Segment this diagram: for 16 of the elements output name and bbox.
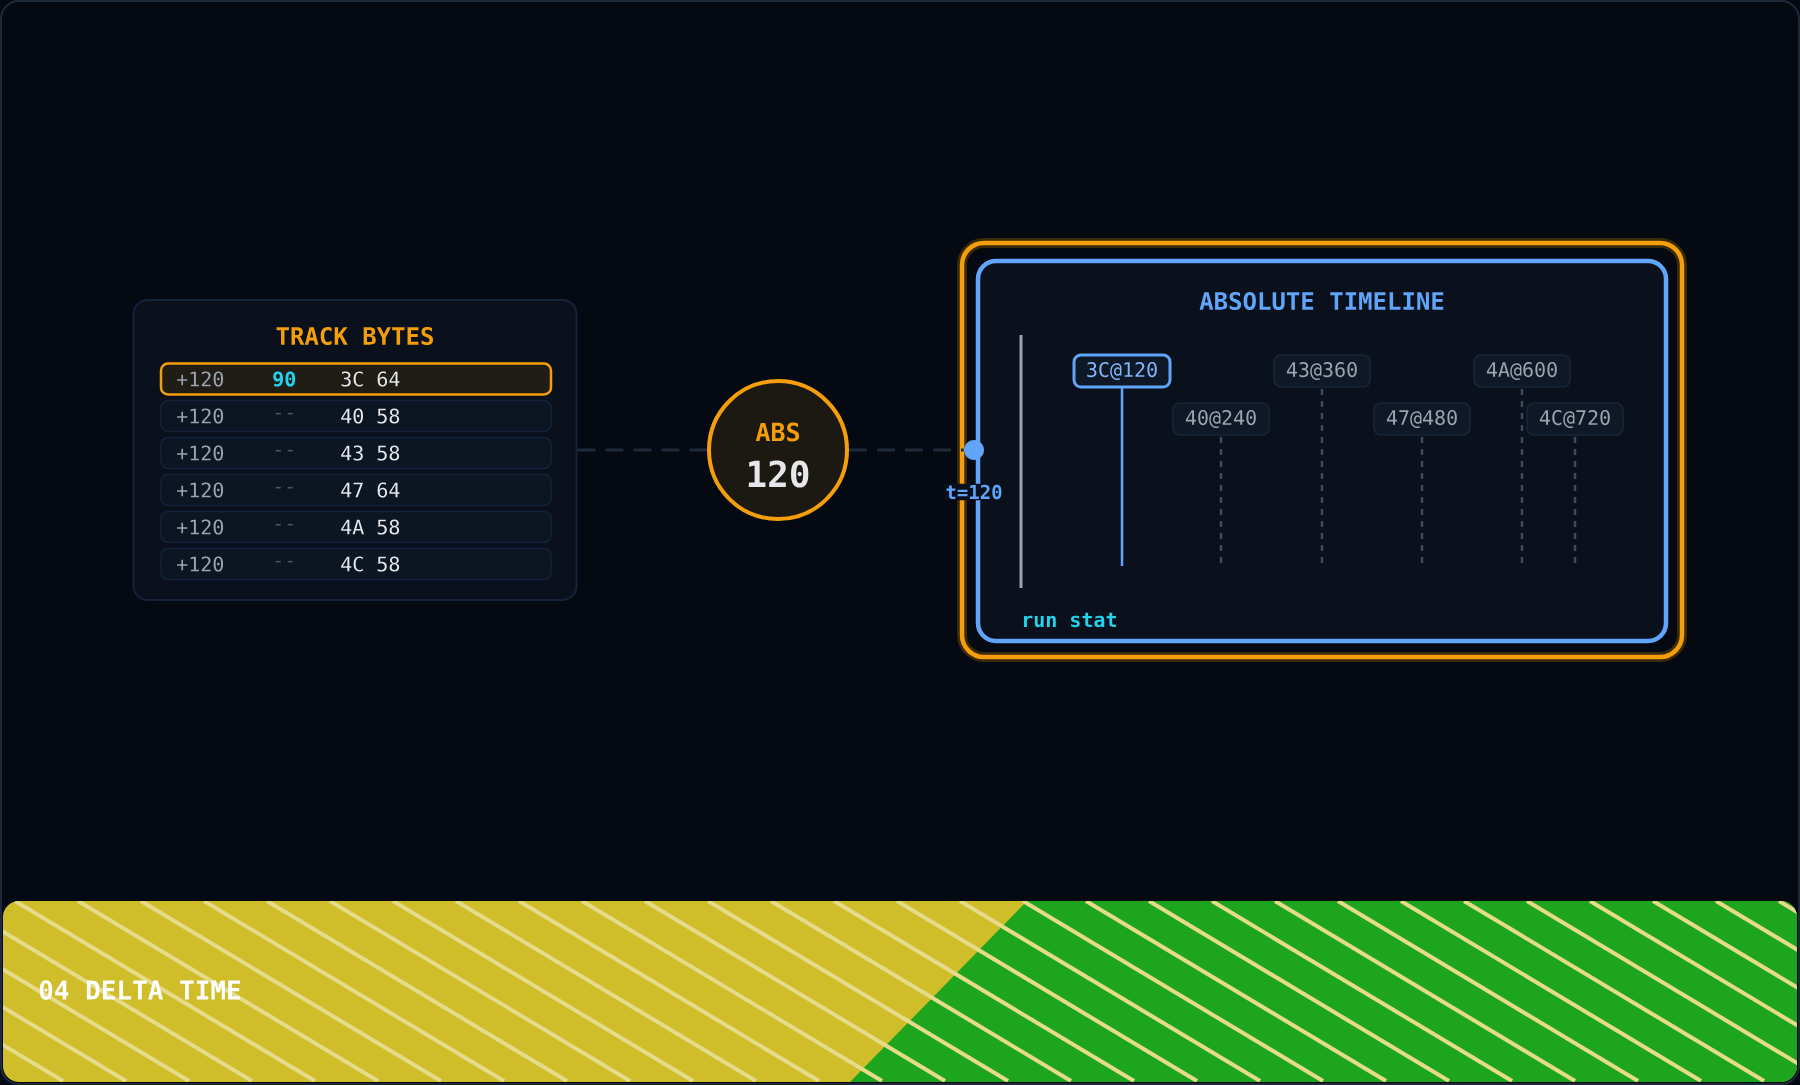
connector bbox=[577, 448, 707, 452]
byte-row: +120 -- 4A 58 bbox=[160, 510, 552, 544]
byte-row: +120 -- 43 58 bbox=[160, 436, 552, 470]
event-tag: 40@240 bbox=[1172, 402, 1270, 436]
event-tag: 47@480 bbox=[1373, 402, 1471, 436]
event-tag: 3C@120 bbox=[1072, 353, 1172, 389]
section-label: 04 DELTA TIME bbox=[39, 980, 240, 1000]
event-tag: 4C@720 bbox=[1526, 402, 1624, 436]
byte-row: +120 -- 4C 58 bbox=[160, 547, 552, 581]
byte-row: +120 90 3C 64 bbox=[159, 362, 553, 396]
byte-row: +120 -- 47 64 bbox=[160, 473, 552, 507]
time-marker-dot bbox=[964, 440, 984, 460]
event-tag: 4A@600 bbox=[1473, 354, 1571, 388]
connector bbox=[849, 448, 964, 452]
event-tag: 43@360 bbox=[1273, 354, 1371, 388]
byte-row: +120 -- 40 58 bbox=[160, 399, 552, 433]
